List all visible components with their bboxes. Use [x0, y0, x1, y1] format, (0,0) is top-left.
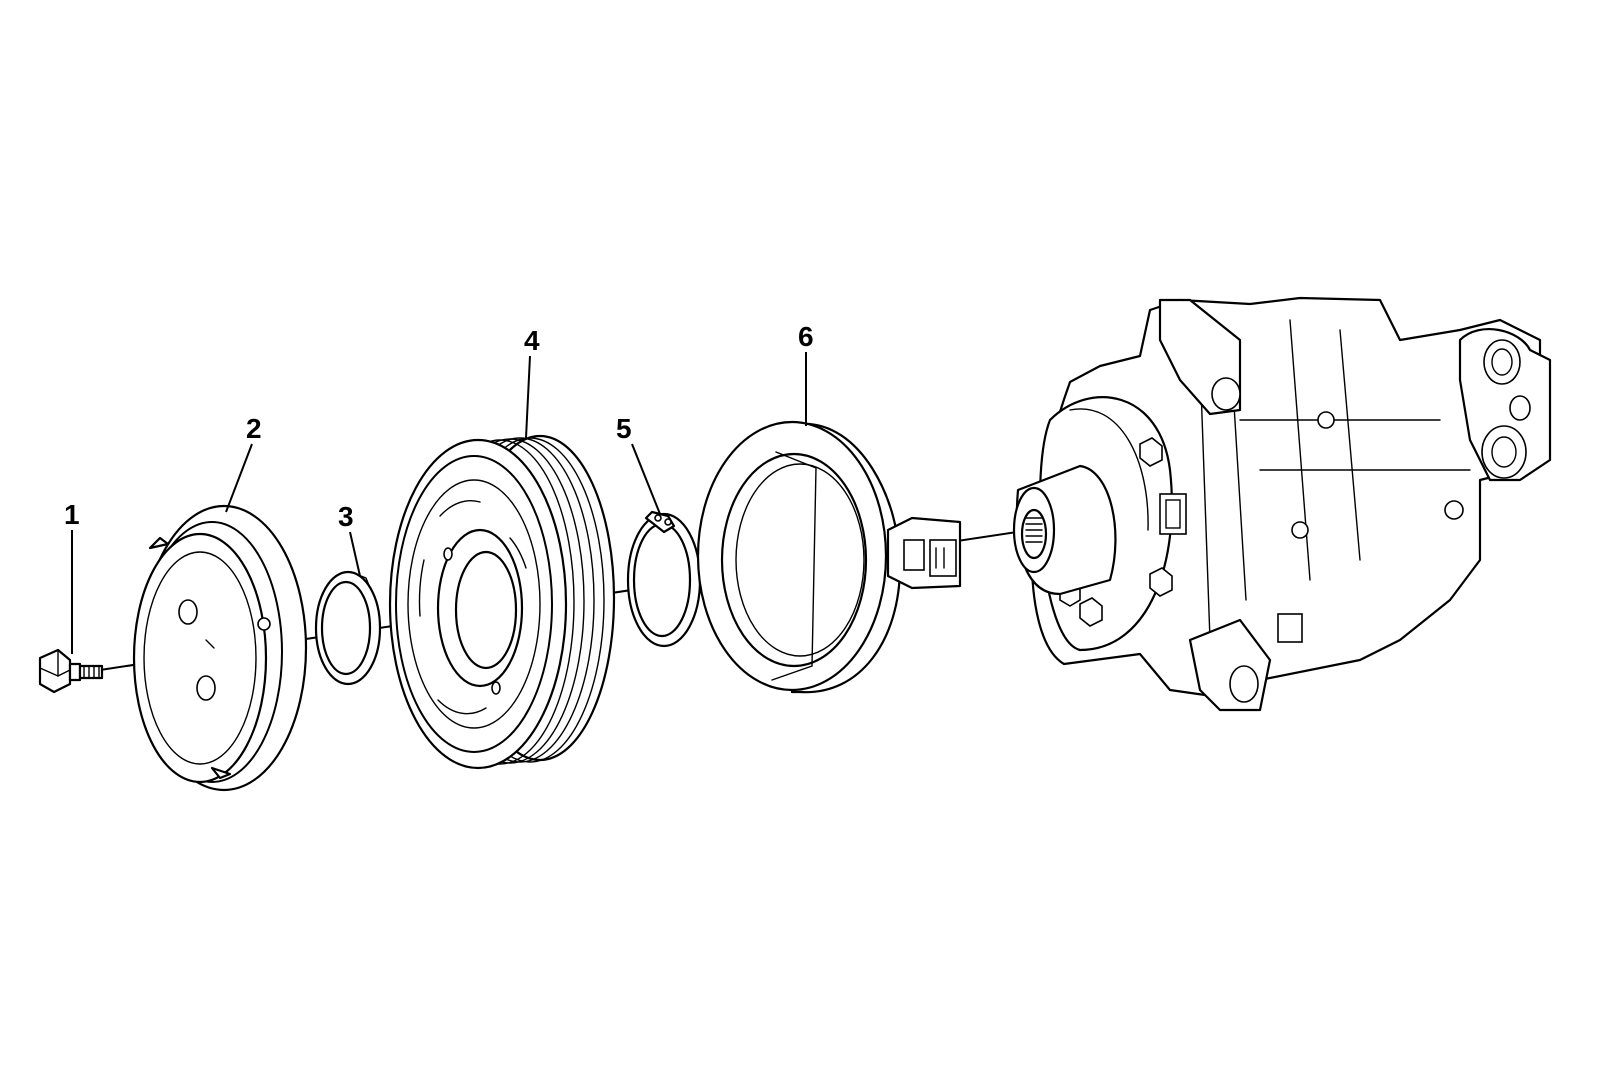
part-5-snap-ring[interactable] [626, 510, 702, 648]
callout-6: 6 [798, 321, 814, 352]
part-6-clutch-coil[interactable] [696, 420, 962, 694]
callout-3: 3 [338, 501, 354, 532]
part-1-bolt[interactable] [38, 648, 104, 694]
leader-line-5 [631, 443, 661, 515]
callout-2: 2 [246, 413, 262, 444]
callout-5: 5 [616, 413, 632, 444]
leader-line-3 [349, 531, 361, 577]
part-4-pulley[interactable] [388, 434, 616, 770]
callout-1: 1 [64, 499, 80, 530]
part-2-clutch-plate[interactable] [132, 504, 308, 792]
leader-line-2 [225, 443, 253, 513]
leader-line-4 [525, 355, 531, 439]
part-3-shim-ring[interactable] [314, 570, 382, 686]
callout-4: 4 [524, 325, 540, 356]
compressor-body[interactable] [1012, 296, 1552, 712]
